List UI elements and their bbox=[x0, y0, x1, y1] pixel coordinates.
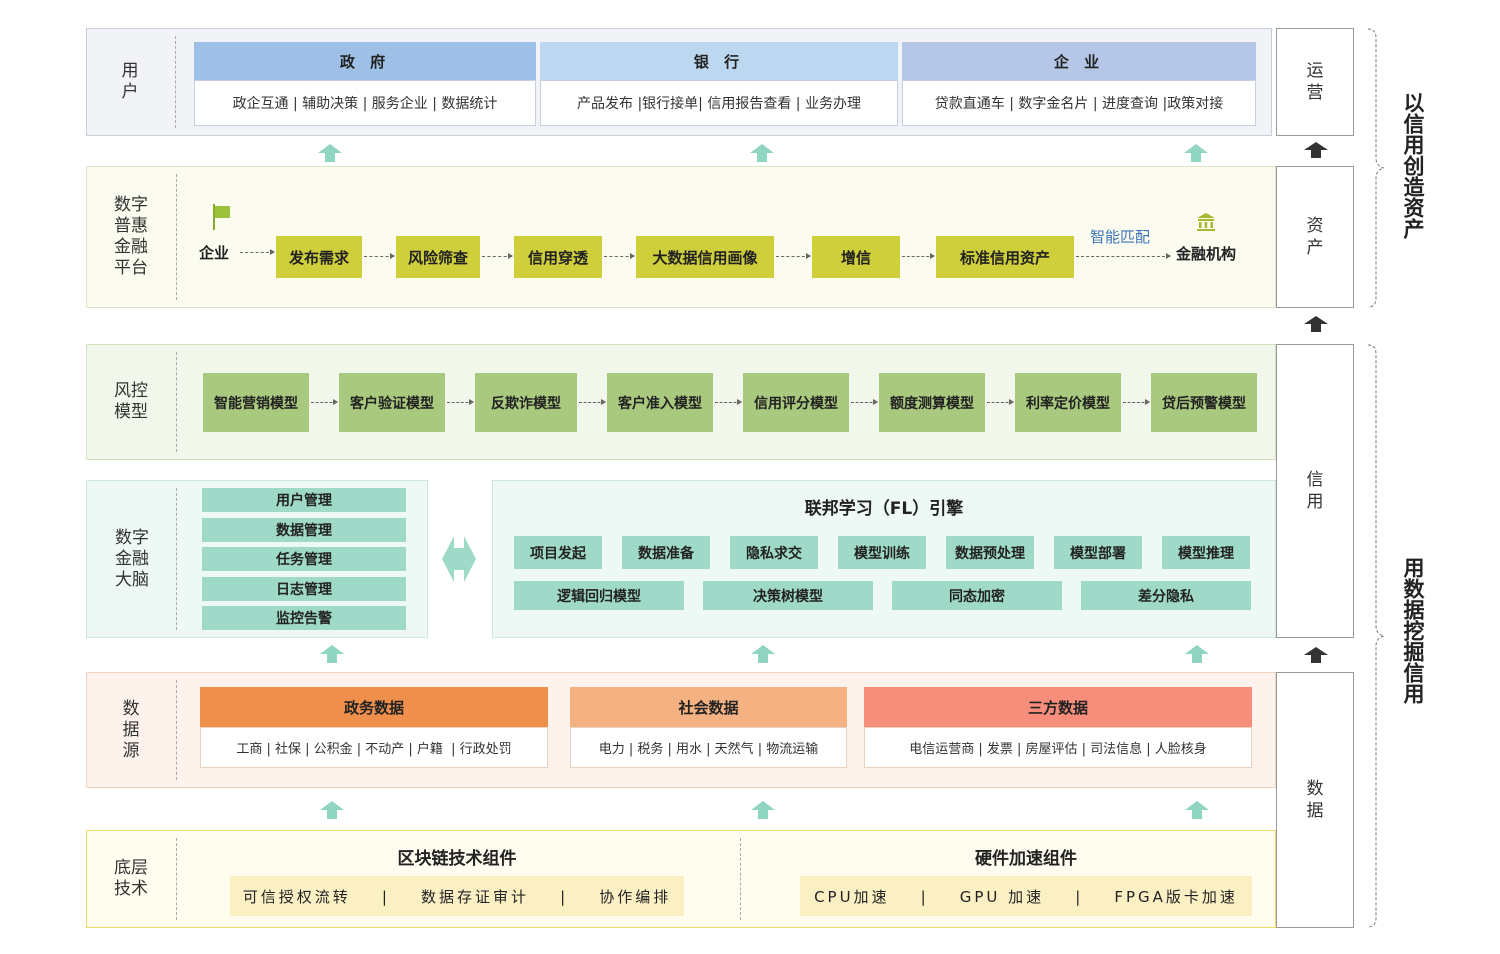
risk-model: 客户验证模型 bbox=[339, 373, 445, 432]
fl-algorithm: 决策树模型 bbox=[703, 581, 873, 610]
risk-model: 额度测算模型 bbox=[879, 373, 985, 432]
up-arrow-icon bbox=[318, 144, 342, 162]
up-arrow-icon bbox=[1184, 144, 1208, 162]
bottom-bracket bbox=[1367, 344, 1385, 928]
platform-layer-label: 数字 普惠 金融 平台 bbox=[114, 195, 148, 278]
up-arrow-icon bbox=[750, 144, 774, 162]
bank-user-header: 银 行 bbox=[540, 42, 898, 80]
brain-item: 用户管理 bbox=[202, 488, 406, 512]
up-arrow-icon bbox=[751, 801, 775, 819]
brain-item: 数据管理 bbox=[202, 518, 406, 542]
fl-algorithm: 差分隐私 bbox=[1081, 581, 1251, 610]
blockchain-title: 区块链技术组件 bbox=[397, 849, 517, 869]
enterprise-user-items: 贷款直通车 | 数字金名片 | 进度查询 |政策对接 bbox=[902, 80, 1256, 126]
up-arrow-icon bbox=[1185, 801, 1209, 819]
risk-model-layer-label: 风控 模型 bbox=[114, 381, 148, 422]
asset-box: 资 产 bbox=[1276, 166, 1354, 308]
risk-model: 信用评分模型 bbox=[743, 373, 849, 432]
platform-end-label: 金融机构 bbox=[1175, 245, 1236, 263]
third-party-data-items: 电信运营商 | 发票 | 房屋评估 | 司法信息 | 人脸核身 bbox=[864, 727, 1252, 768]
up-arrow-icon bbox=[320, 801, 344, 819]
platform-step: 标准信用资产 bbox=[936, 236, 1074, 278]
fl-step: 项目发起 bbox=[514, 536, 602, 569]
risk-model: 贷后预警模型 bbox=[1151, 373, 1257, 432]
base-tech-label: 底层 技术 bbox=[114, 858, 148, 899]
fl-algorithm: 同态加密 bbox=[892, 581, 1062, 610]
risk-model: 客户准入模型 bbox=[607, 373, 713, 432]
bank-icon bbox=[1197, 213, 1215, 231]
third-party-data-header: 三方数据 bbox=[864, 687, 1252, 727]
digital-brain-label: 数字 金融 大脑 bbox=[115, 527, 149, 590]
up-arrow-icon bbox=[1304, 142, 1328, 158]
gov-data-items: 工商 | 社保 | 公积金 | 不动产 | 户籍 | 行政处罚 bbox=[200, 727, 548, 768]
smart-match-label: 智能匹配 bbox=[1089, 228, 1150, 246]
fl-step: 数据预处理 bbox=[946, 536, 1034, 569]
users-layer-label: 用 户 bbox=[121, 61, 139, 102]
platform-step: 发布需求 bbox=[276, 236, 362, 278]
fl-step: 模型训练 bbox=[838, 536, 926, 569]
top-bracket bbox=[1367, 28, 1385, 308]
fl-step: 模型推理 bbox=[1162, 536, 1250, 569]
gov-user-items: 政企互通 | 辅助决策 | 服务企业 | 数据统计 bbox=[194, 80, 536, 126]
side-title-bottom: 用数据挖掘信用 bbox=[1401, 556, 1425, 704]
up-arrow-icon bbox=[751, 645, 775, 663]
up-arrow-icon bbox=[1304, 316, 1328, 332]
up-arrow-icon bbox=[1304, 647, 1328, 663]
platform-step: 增信 bbox=[812, 236, 900, 278]
ops-box: 运 营 bbox=[1276, 28, 1354, 136]
fl-step: 模型部署 bbox=[1054, 536, 1142, 569]
fl-engine-title: 联邦学习（FL）引擎 bbox=[804, 499, 964, 519]
risk-model: 反欺诈模型 bbox=[475, 373, 577, 432]
fl-algorithm: 逻辑回归模型 bbox=[514, 581, 684, 610]
up-arrow-icon bbox=[1185, 645, 1209, 663]
fl-step: 隐私求交 bbox=[730, 536, 818, 569]
side-title-top: 以信用创造资产 bbox=[1401, 91, 1425, 239]
social-data-header: 社会数据 bbox=[570, 687, 847, 727]
brain-item: 监控告警 bbox=[202, 606, 406, 630]
bank-user-items: 产品发布 |银行接单| 信用报告查看 | 业务办理 bbox=[540, 80, 898, 126]
risk-model: 利率定价模型 bbox=[1015, 373, 1121, 432]
hardware-items: CPU加速 | GPU 加速 | FPGA版卡加速 bbox=[800, 876, 1252, 916]
enterprise-user-header: 企 业 bbox=[902, 42, 1256, 80]
platform-step: 风险筛查 bbox=[396, 236, 480, 278]
social-data-items: 电力 | 税务 | 用水 | 天然气 | 物流运输 bbox=[570, 727, 847, 768]
up-arrow-icon bbox=[320, 645, 344, 663]
flag-icon bbox=[213, 204, 230, 230]
hardware-title: 硬件加速组件 bbox=[975, 849, 1077, 869]
gov-user-header: 政 府 bbox=[194, 42, 536, 80]
risk-model: 智能营销模型 bbox=[203, 373, 309, 432]
platform-step: 信用穿透 bbox=[514, 236, 602, 278]
brain-item: 日志管理 bbox=[202, 577, 406, 601]
data-box: 数 据 bbox=[1276, 672, 1354, 928]
gov-data-header: 政务数据 bbox=[200, 687, 548, 727]
data-source-label: 数 据 源 bbox=[122, 698, 140, 761]
blockchain-items: 可信授权流转 | 数据存证审计 | 协作编排 bbox=[230, 876, 684, 916]
platform-start-label: 企业 bbox=[198, 244, 229, 262]
platform-step: 大数据信用画像 bbox=[636, 236, 774, 278]
credit-box: 信 用 bbox=[1276, 344, 1354, 638]
fl-step: 数据准备 bbox=[622, 536, 710, 569]
bidirectional-arrow-icon bbox=[442, 536, 476, 582]
brain-item: 任务管理 bbox=[202, 547, 406, 571]
